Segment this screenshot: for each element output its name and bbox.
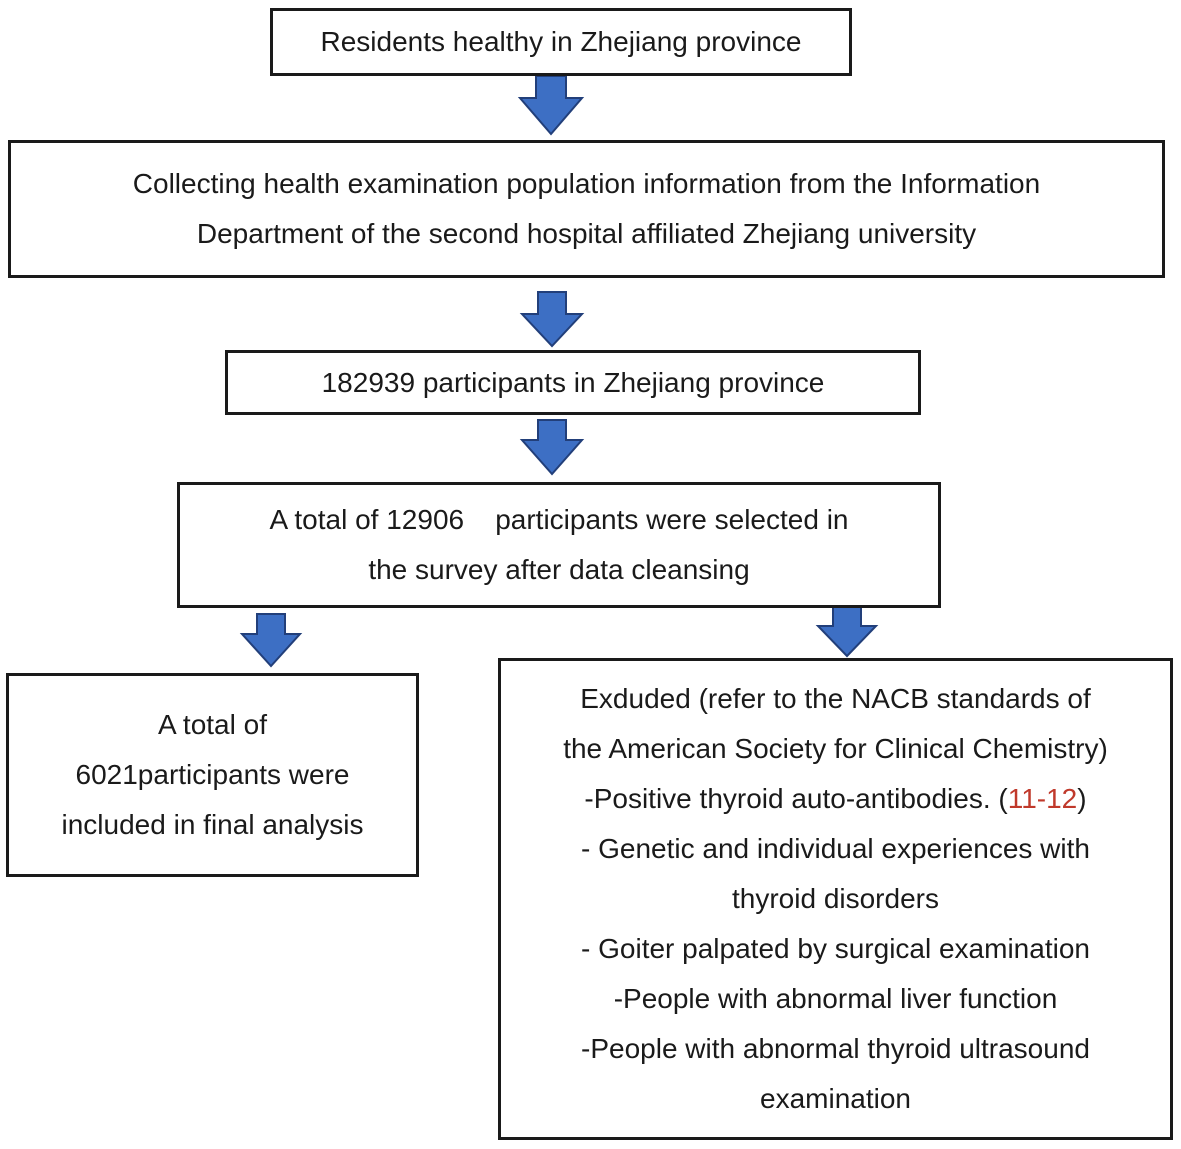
selected-line-2: the survey after data cleansing <box>368 554 750 585</box>
selected-line-1: A total of 12906 participants were selec… <box>269 504 849 535</box>
excluded-item-ultrasound: -People with abnormal thyroid ultrasound <box>581 1033 1090 1064</box>
excluded-item-antibodies: -Positive thyroid auto-antibodies. (11-1… <box>584 774 1086 824</box>
excluded-item-genetic-cont: thyroid disorders <box>732 883 939 914</box>
selected-box: A total of 12906 participants were selec… <box>177 482 941 608</box>
collecting-line-2: Department of the second hospital affili… <box>196 218 977 249</box>
excluded-line-1: Exduded (refer to the NACB standards of <box>580 683 1091 714</box>
collecting-box: Collecting health examination population… <box>8 140 1165 278</box>
reference-link[interactable]: 11-12 <box>1007 783 1078 814</box>
excluded-item-ultrasound-cont: examination <box>760 1083 911 1114</box>
excluded-item-goiter: - Goiter palpated by surgical examinatio… <box>581 933 1090 964</box>
arrow-down-icon <box>815 605 879 658</box>
included-line-1: A total of <box>158 709 267 740</box>
participants-text: 182939 participants in Zhejiang province <box>321 366 825 398</box>
excluded-line-2: the American Society for Clinical Chemis… <box>563 733 1108 764</box>
excluded-item-genetic: - Genetic and individual experiences wit… <box>581 833 1090 864</box>
excluded-item-antibodies-text: -Positive thyroid auto-antibodies. ( <box>584 783 1008 814</box>
arrow-down-icon <box>519 291 585 348</box>
included-line-3: included in final analysis <box>61 809 364 840</box>
included-line-2: 6021participants were <box>75 759 350 790</box>
collecting-line-1: Collecting health examination population… <box>132 168 1041 199</box>
residents-text: Residents healthy in Zhejiang province <box>320 26 802 57</box>
arrow-down-icon <box>239 613 303 668</box>
residents-box: Residents healthy in Zhejiang province <box>270 8 852 76</box>
excluded-item-liver: -People with abnormal liver function <box>613 983 1058 1014</box>
arrow-down-icon <box>517 75 585 136</box>
excluded-box: Exduded (refer to the NACB standards of … <box>498 658 1173 1140</box>
excluded-item-antibodies-end: ) <box>1077 783 1087 814</box>
participants-box: 182939 participants in Zhejiang province <box>225 350 921 415</box>
arrow-down-icon <box>519 419 585 476</box>
included-box: A total of 6021participants were include… <box>6 673 419 877</box>
